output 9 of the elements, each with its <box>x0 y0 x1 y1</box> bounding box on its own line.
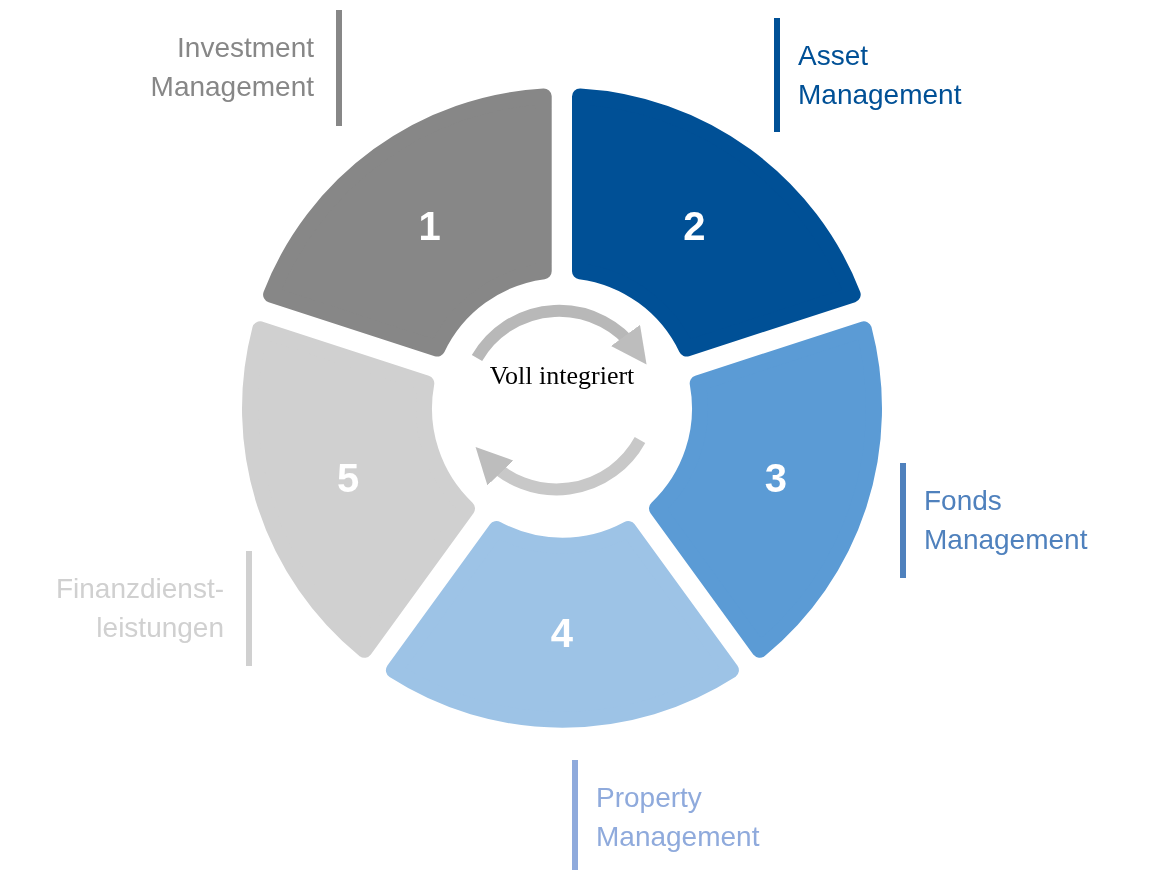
segment-number: 1 <box>418 205 441 246</box>
center-label: Voll integriert <box>489 360 635 392</box>
segment-label: Investment Management <box>149 31 314 104</box>
segment-label: Asset Management <box>798 39 963 112</box>
segment-label: Fonds Management <box>924 484 1089 557</box>
segment-number: 3 <box>764 457 788 498</box>
segment-label: Property Management <box>596 781 761 854</box>
segment-number: 4 <box>550 613 574 653</box>
segment-number: 2 <box>683 205 706 246</box>
